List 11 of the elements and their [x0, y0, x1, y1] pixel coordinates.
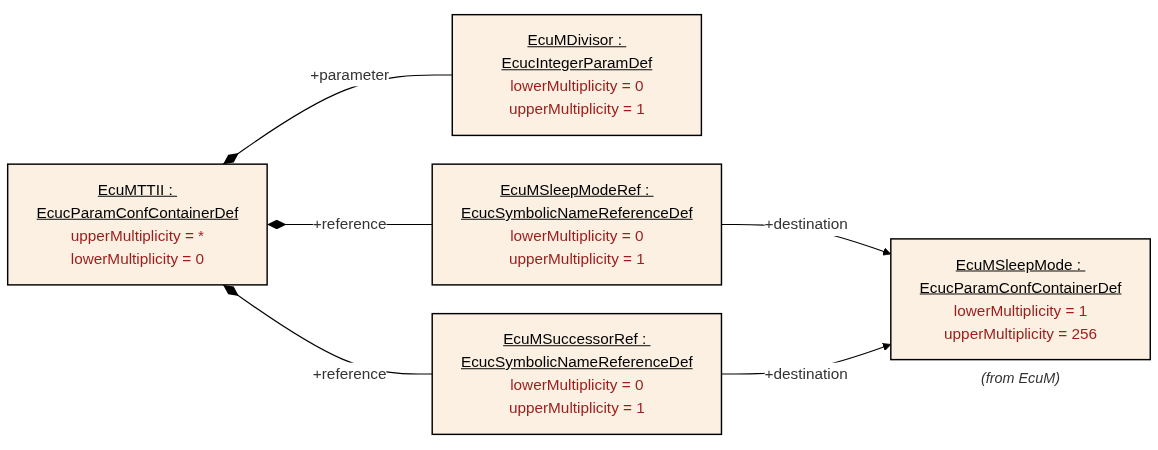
edge-label: +parameter	[310, 66, 390, 84]
node-box: EcuMDivisor : EcucIntegerParamDef lowerMultiplicity = 0 upperMultiplicity = 1	[451, 14, 703, 137]
package-note: (from EcuM)	[981, 370, 1061, 387]
edge-label: +destination	[764, 216, 848, 233]
edge-label: +reference	[312, 365, 387, 383]
edge-label: +reference	[312, 216, 387, 233]
edge-label: +destination	[764, 365, 848, 383]
node-box: EcuMSleepMode : EcucParamConfContainerDef lowerMultiplicity = 1 upperMultiplicity = 256	[890, 238, 1151, 361]
node-box: EcuMTTII : EcucParamConfContainerDef upperMultiplicity = * lowerMultiplicity = 0	[7, 163, 268, 287]
node-box: EcuMSleepModeRef : EcucSymbolicNameReferenceDef lowerMultiplicity = 0 upperMultiplicity = 1	[431, 163, 723, 287]
node-box: EcuMSuccessorRef : EcucSymbolicNameReferenceDef lowerMultiplicity = 0 upperMultiplicity = 1	[431, 313, 723, 436]
